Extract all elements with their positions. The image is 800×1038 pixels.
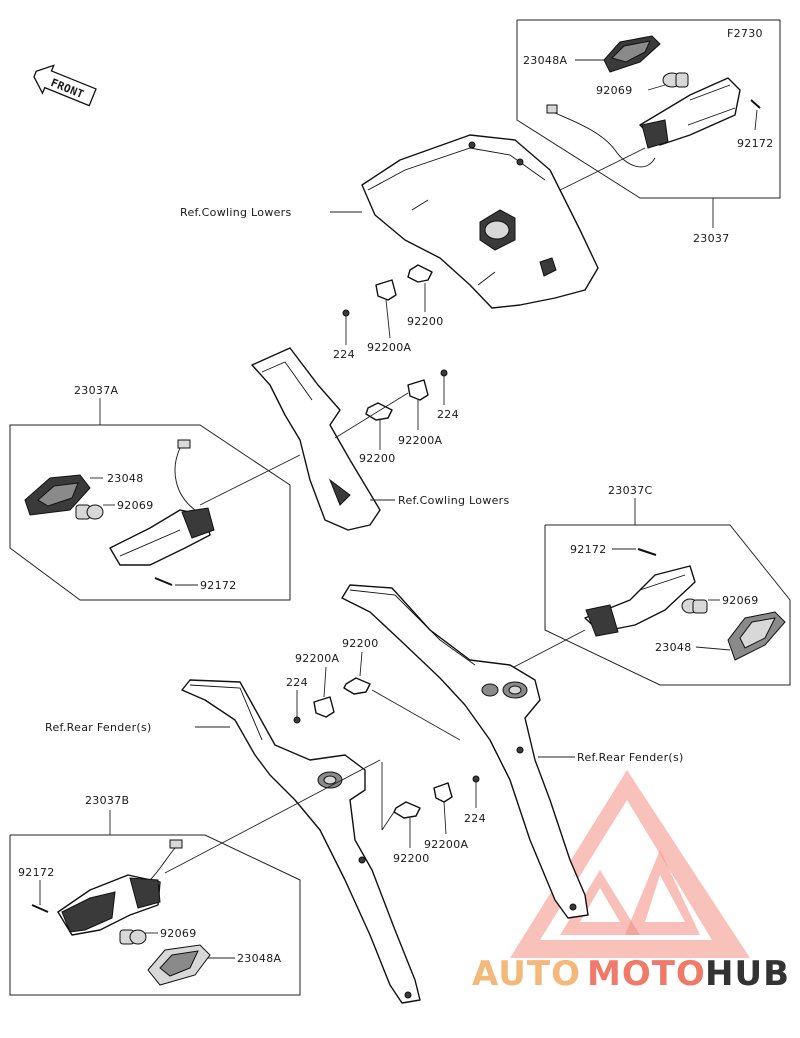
figure-code: F2730	[727, 27, 763, 40]
lens-23048A-b	[147, 944, 211, 986]
label-92172-b: 92172	[18, 866, 55, 879]
bracket-92200-top: 92200	[407, 264, 444, 328]
label-224-mid: 224	[437, 408, 459, 421]
wire-a	[174, 447, 196, 511]
rear-fender-bracket-left: Ref.Rear Fender(s)	[45, 679, 421, 1004]
label-23048-c: 23048	[655, 641, 692, 654]
turn-signal-23037A-body	[109, 507, 215, 566]
lens-23048A-top	[603, 35, 661, 73]
turn-signal-23037B-body	[57, 874, 161, 936]
screw-92172-a	[154, 577, 173, 586]
watermark-text-moto: MOTO	[587, 954, 706, 994]
screw-224-top: 224	[333, 309, 355, 361]
label-23048A-top: 23048A	[523, 54, 567, 67]
screw-224-bot: 224	[464, 775, 486, 825]
ref-rear-fender-left: Ref.Rear Fender(s)	[45, 721, 152, 734]
bracket-92200-low: 92200	[342, 637, 379, 695]
label-23037C: 23037C	[608, 484, 652, 497]
front-arrow-icon: FRONT	[33, 64, 97, 107]
clip-92200A-bot: 92200A	[424, 782, 468, 851]
bracket-92200-bot: 92200	[393, 801, 430, 865]
label-23048A-b: 23048A	[237, 952, 281, 965]
label-92200-bot: 92200	[393, 852, 430, 865]
screw-224-low: 224	[286, 676, 308, 724]
connector-top	[546, 104, 558, 114]
wire-b	[149, 847, 176, 881]
bulb-92069-c	[681, 598, 708, 614]
connector-b	[169, 839, 183, 849]
turn-signal-23037C-body	[584, 565, 696, 637]
bulb-92069-top	[662, 72, 689, 88]
label-92200-top: 92200	[407, 315, 444, 328]
label-92172-top: 92172	[737, 137, 774, 150]
bulb-92069-b	[119, 929, 147, 945]
label-92069-top: 92069	[596, 84, 633, 97]
cowling-lower-top: Ref.Cowling Lowers	[180, 134, 599, 309]
label-23037A: 23037A	[74, 384, 118, 397]
label-92069-a: 92069	[117, 499, 154, 512]
clip-92200A-top: 92200A	[367, 279, 411, 354]
lens-23048-c	[727, 611, 786, 661]
label-92200A-mid: 92200A	[398, 434, 442, 447]
label-23037B: 23037B	[85, 794, 129, 807]
label-92200A-low: 92200A	[295, 652, 339, 665]
ref-rear-fender-right: Ref.Rear Fender(s)	[577, 751, 684, 764]
clip-92200A-low: 92200A	[295, 652, 339, 718]
label-92069-b: 92069	[160, 927, 197, 940]
label-92172-c: 92172	[570, 543, 607, 556]
ref-cowling-lowers-top: Ref.Cowling Lowers	[180, 206, 292, 219]
assembly-23037A: 23037A 23048 92069 92172	[9, 384, 301, 601]
lens-23048-a	[24, 474, 91, 516]
label-224-bot: 224	[464, 812, 486, 825]
turn-signal-23037-body	[639, 77, 741, 149]
label-224-top: 224	[333, 348, 355, 361]
screw-224-mid: 224	[437, 369, 459, 421]
bulb-92069-a	[75, 504, 104, 520]
watermark-text-auto: AUTO	[472, 954, 581, 994]
clip-92200A-mid: 92200A	[398, 379, 442, 447]
assembly-23037: 23048A 92069 92172 23037	[516, 19, 781, 245]
label-23037: 23037	[693, 232, 730, 245]
screw-92172-top	[750, 99, 761, 109]
screw-92172-b	[31, 904, 49, 913]
screw-92172-c	[637, 548, 657, 556]
cowling-lower-mid: Ref.Cowling Lowers	[251, 347, 510, 531]
ref-cowling-lowers-mid: Ref.Cowling Lowers	[398, 494, 510, 507]
rear-fender-bracket-right: Ref.Rear Fender(s)	[341, 584, 684, 919]
watermark-text-hub: HUB	[705, 954, 790, 994]
label-92200A-bot: 92200A	[424, 838, 468, 851]
label-92172-a: 92172	[200, 579, 237, 592]
bracket-92200-mid: 92200	[359, 402, 396, 465]
label-92069-c: 92069	[722, 594, 759, 607]
wire-top	[552, 111, 656, 168]
label-23048-a: 23048	[107, 472, 144, 485]
label-224-low: 224	[286, 676, 308, 689]
label-92200-low: 92200	[342, 637, 379, 650]
label-92200-mid: 92200	[359, 452, 396, 465]
label-92200A-top: 92200A	[367, 341, 411, 354]
assembly-23037C: 23037C 92172 92069 23048	[469, 484, 791, 691]
watermark-text: AUTO MOTO HUB	[472, 954, 790, 994]
connector-a	[177, 439, 191, 449]
assembly-23037B: 23037B 92172 92069 23048A	[9, 759, 381, 996]
